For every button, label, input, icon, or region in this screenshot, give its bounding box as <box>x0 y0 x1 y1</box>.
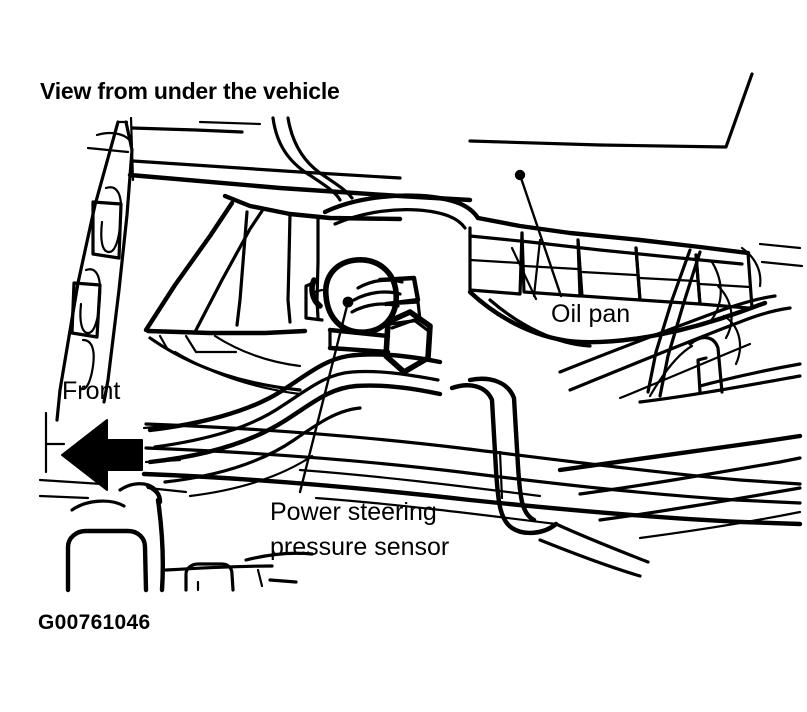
diagram-title: View from under the vehicle <box>40 78 340 104</box>
front-direction-arrow <box>61 419 143 491</box>
underbody-pipes <box>141 422 803 527</box>
transmission-casing <box>143 193 403 354</box>
transmission-cooler-line-loop <box>449 376 650 578</box>
power-steering-sensor-label-line1: Power steering <box>270 498 437 526</box>
figure-reference-code: G00761046 <box>38 611 151 634</box>
front-direction-label: Front <box>62 377 121 405</box>
oilpan-top-edge <box>322 193 751 266</box>
lower-left-bracket <box>65 482 165 593</box>
underbody-panel-bottom-right <box>557 433 803 540</box>
oil-pan-body <box>467 226 768 348</box>
underbody-contours-right <box>558 242 804 404</box>
left-edge-ticks <box>38 411 188 500</box>
left-flange-bracket <box>55 120 134 422</box>
upper-frame-rails <box>127 120 473 203</box>
lower-center-brackets <box>164 551 314 592</box>
oil-pan-label: Oil pan <box>551 300 631 328</box>
upper-right-frame-edge <box>468 72 754 149</box>
upper-hose-bend <box>271 116 354 202</box>
casing-rib-arcs <box>148 334 302 396</box>
alignment-tick <box>129 116 135 182</box>
oil-pan-secondary-leaders <box>510 238 542 301</box>
oil-pan-leader <box>514 169 563 298</box>
power-steering-sensor-label-line2: pressure sensor <box>270 533 450 561</box>
